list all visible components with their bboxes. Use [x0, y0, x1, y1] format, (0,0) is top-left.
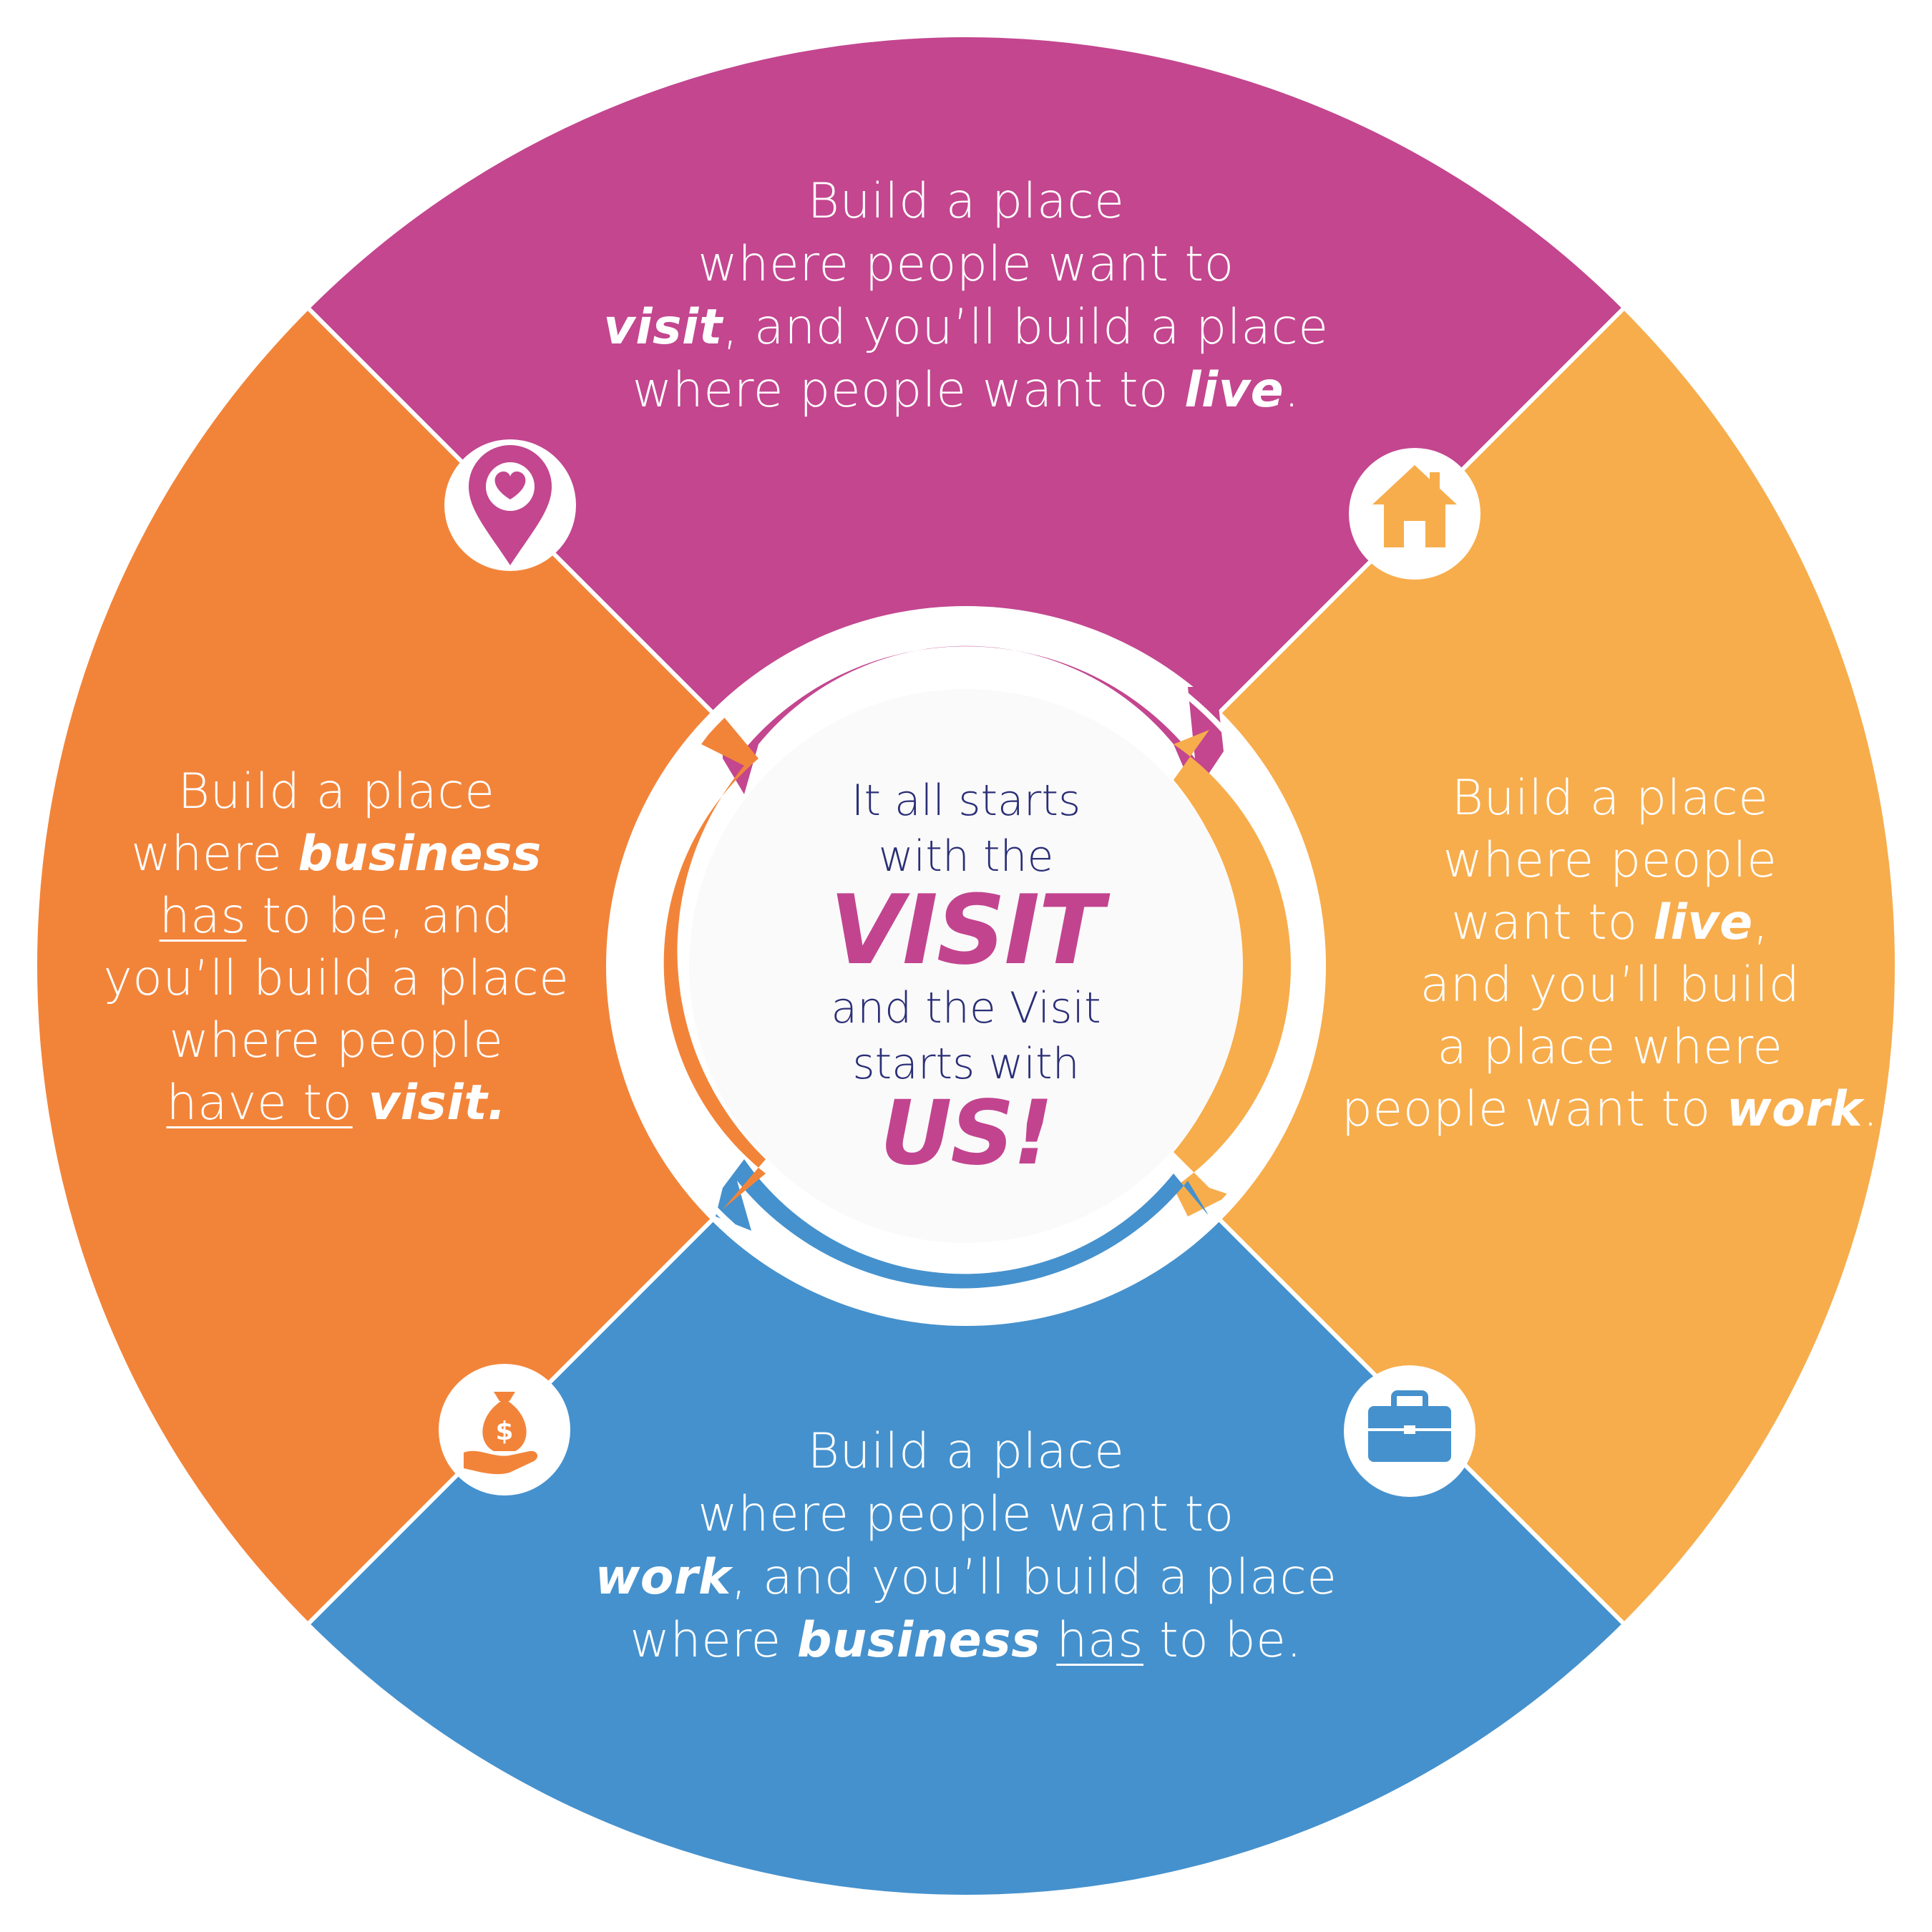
segment-right-text: Build a place where people want to live,… — [1302, 767, 1918, 1141]
text-line: visit, and you’ll build a place — [501, 296, 1431, 359]
cycle-arrow-right — [1174, 730, 1291, 1216]
center-line-3: and the Visit — [831, 983, 1101, 1033]
text-line: where people want to — [698, 1486, 1234, 1543]
underline-has: has — [159, 888, 247, 945]
text-line: work, and you’ll build a place — [501, 1546, 1431, 1609]
segment-bottom-text: Build a place where people want to work,… — [501, 1420, 1431, 1672]
text-line: where business — [50, 823, 623, 885]
text-line: Build a place — [1451, 770, 1769, 826]
text-line: and you’ll build — [1420, 957, 1800, 1013]
text-line: where people want to live. — [501, 359, 1431, 422]
text-line: people want to work. — [1302, 1078, 1918, 1141]
text-line: where business has to be. — [501, 1609, 1431, 1672]
text-line: Build a place — [807, 1423, 1125, 1480]
text-fragment: where people want to — [632, 362, 1185, 419]
money-bag-hand-icon: $ — [439, 1364, 570, 1496]
center-circle — [689, 689, 1243, 1243]
center-line-2: with the — [878, 831, 1054, 882]
text-fragment: . — [1284, 362, 1300, 419]
cycle-arrow-left — [663, 716, 766, 1209]
location-heart-icon — [444, 439, 576, 571]
text-line: you’ll build a place — [103, 950, 570, 1007]
inner-ring-outline — [614, 614, 1318, 1318]
text-fragment: where — [131, 826, 298, 882]
text-fragment: . — [1863, 1081, 1879, 1138]
underline-have-to: have to — [166, 1075, 353, 1131]
center-us-heading: US! — [879, 1082, 1054, 1185]
underline-has: has — [1056, 1612, 1144, 1669]
emphasis-work: work — [595, 1549, 731, 1606]
cycle-arrows — [663, 645, 1291, 1289]
emphasis-business: business — [796, 1612, 1041, 1669]
center-line-1: It all starts — [851, 776, 1081, 826]
segment-left-business — [36, 308, 967, 1624]
text-fragment: where — [630, 1612, 797, 1669]
text-fragment: , — [1752, 894, 1769, 951]
emphasis-visit: visit — [603, 299, 723, 356]
text-fragment: , and you’ll build a place — [722, 299, 1329, 356]
text-fragment — [1040, 1612, 1056, 1669]
text-fragment: to be, and — [246, 888, 514, 945]
emphasis-work: work — [1726, 1081, 1863, 1138]
segment-left-text: Build a place where business has to be, … — [50, 761, 623, 1134]
text-fragment: want to — [1451, 894, 1654, 951]
briefcase-icon — [1344, 1365, 1475, 1497]
emphasis-live: live — [1184, 362, 1284, 419]
segment-bottom-work — [308, 966, 1624, 1896]
text-line: where people want to — [698, 236, 1234, 293]
text-line: Build a place — [807, 173, 1125, 230]
text-fragment: to be. — [1143, 1612, 1302, 1669]
emphasis-visit: visit. — [368, 1075, 507, 1131]
emphasis-business: business — [298, 826, 542, 882]
cycle-arrow-bottom — [716, 1159, 1209, 1289]
center-line-4: starts with — [852, 1039, 1080, 1089]
segment-right-live — [966, 308, 1896, 1624]
emphasis-live: live — [1653, 894, 1753, 951]
text-line: want to live, — [1302, 892, 1918, 954]
text-line: where people — [1443, 832, 1777, 889]
text-line: have to visit. — [50, 1072, 623, 1134]
center-message: It all starts with the VISIT and the Vis… — [751, 773, 1181, 1185]
text-line: where people — [169, 1013, 504, 1069]
house-icon — [1349, 448, 1480, 580]
text-line: a place where — [1437, 1019, 1783, 1075]
svg-text:$: $ — [495, 1417, 513, 1446]
center-visit-heading: VISIT — [829, 874, 1103, 986]
text-line: has to be, and — [50, 885, 623, 947]
text-fragment — [353, 1075, 369, 1131]
segment-top-visit — [308, 36, 1624, 966]
text-fragment: , and you’ll build a place — [731, 1549, 1337, 1606]
outer-ring — [31, 31, 1901, 1901]
segment-top-text: Build a place where people want to visit… — [501, 170, 1431, 422]
text-line: Build a place — [177, 763, 495, 820]
text-fragment: people want to — [1341, 1081, 1727, 1138]
